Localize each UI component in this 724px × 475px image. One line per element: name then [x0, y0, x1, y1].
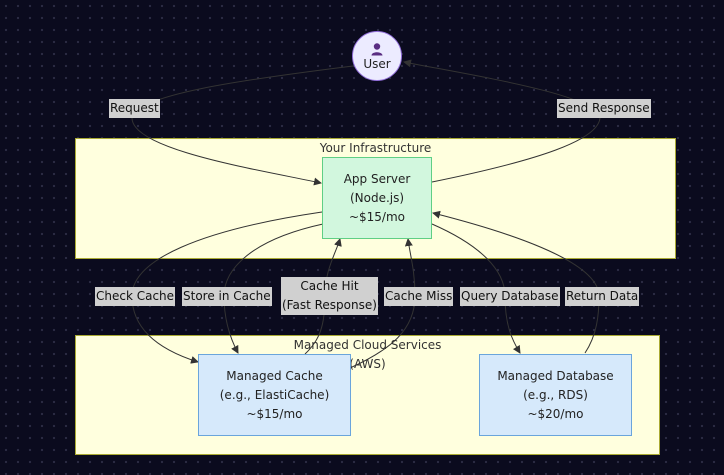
- edge-label-cache-hit-line2: (Fast Response): [282, 298, 377, 312]
- managed-database-title: Managed Database: [497, 368, 614, 383]
- infrastructure-cluster-title: Your Infrastructure: [319, 141, 432, 155]
- edge-return-data: [432, 210, 600, 354]
- edge-label-send-response: Send Response: [557, 99, 651, 118]
- edge-label-return-data: Return Data: [565, 287, 640, 306]
- app-server-title: App Server: [343, 171, 411, 186]
- edge-label-request: Request: [109, 99, 160, 118]
- app-server-cost: ~$15/mo: [348, 209, 406, 224]
- managed-cache-cost: ~$15/mo: [246, 406, 303, 421]
- edge-label-check-cache: Check Cache: [95, 287, 176, 306]
- managed-services-cluster-subtitle: (AWS): [349, 357, 386, 371]
- edge-label-query-database: Query Database: [460, 287, 560, 306]
- edge-label-cache-hit: Cache Hit (Fast Response): [281, 277, 378, 315]
- edge-label-cache-hit-line1: Cache Hit: [300, 279, 359, 293]
- managed-cache-title: Managed Cache: [226, 368, 323, 383]
- edge-send-response: [403, 59, 601, 183]
- managed-database-node[interactable]: Managed Database (e.g., RDS) ~$20/mo: [479, 354, 632, 436]
- user-label: User: [363, 56, 391, 71]
- user-node[interactable]: User: [352, 31, 402, 81]
- edge-label-cache-miss: Cache Miss: [384, 287, 454, 306]
- managed-database-cost: ~$20/mo: [527, 406, 584, 421]
- edge-check-cache: [131, 211, 323, 364]
- user-icon: [371, 42, 383, 55]
- app-server-runtime: (Node.js): [349, 190, 405, 205]
- app-server-node[interactable]: App Server (Node.js) ~$15/mo: [322, 157, 432, 239]
- managed-database-example: (e.g., RDS): [523, 387, 588, 402]
- edge-request: [131, 65, 354, 186]
- managed-cache-example: (e.g., ElastiCache): [219, 387, 330, 402]
- managed-cache-node[interactable]: Managed Cache (e.g., ElastiCache) ~$15/m…: [198, 354, 351, 436]
- managed-services-cluster-title: Managed Cloud Services: [293, 338, 442, 352]
- edge-label-store-in-cache: Store in Cache: [182, 287, 272, 306]
